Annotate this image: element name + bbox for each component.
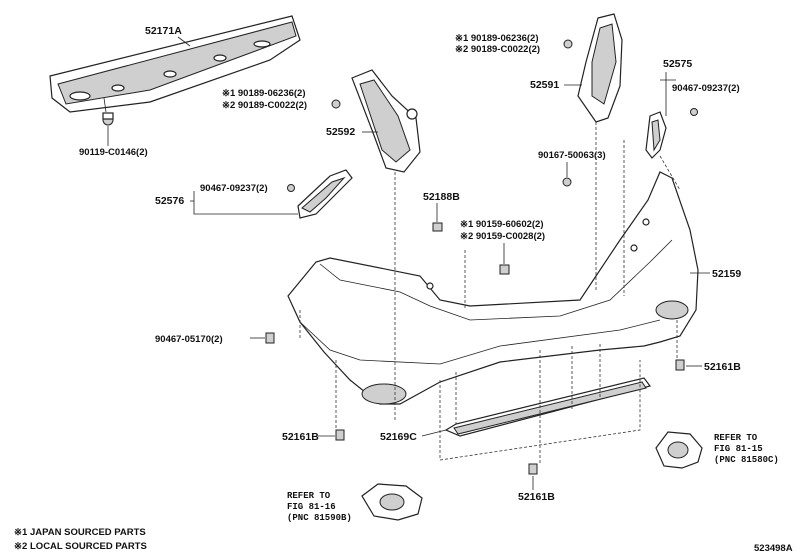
legend-japan-mark: ※1 bbox=[14, 527, 28, 538]
bumper-cover-52159 bbox=[287, 171, 699, 405]
legend-local-mark: ※2 bbox=[14, 541, 27, 552]
label-52592-note1: ※1 90189-06236(2) bbox=[222, 88, 306, 99]
label-52591: 52591 bbox=[530, 79, 559, 91]
bolt-90467-right bbox=[690, 108, 698, 116]
bracket-52591 bbox=[577, 13, 623, 123]
refer-bottom-line3: (PNC 81590B) bbox=[287, 513, 352, 523]
reinforcement-52171A bbox=[49, 15, 301, 113]
label-90119-C0146: 90119-C0146(2) bbox=[79, 147, 148, 158]
label-52576-bolt: 90467-09237(2) bbox=[200, 183, 268, 194]
bolt-90467-left bbox=[287, 184, 295, 192]
clip-52161B-bottom bbox=[528, 463, 538, 475]
bracket-52592 bbox=[351, 69, 421, 173]
label-52591-note2: ※2 90189-C0022(2) bbox=[455, 44, 540, 55]
refer-right-line2: FIG 81-15 bbox=[714, 444, 763, 454]
retainer-52188B bbox=[432, 222, 443, 232]
refer-bottom-line1: REFER TO bbox=[287, 491, 331, 501]
label-52161B-bottom: 52161B bbox=[518, 491, 555, 503]
fog-lamp-left bbox=[361, 483, 423, 521]
label-52161B-right: 52161B bbox=[704, 361, 741, 373]
clip-90167 bbox=[562, 177, 572, 187]
clip-90159 bbox=[499, 264, 510, 275]
retainer-52575 bbox=[645, 111, 667, 159]
label-52592: 52592 bbox=[326, 126, 355, 138]
clip-90189-right bbox=[563, 39, 573, 49]
label-52188B: 52188B bbox=[423, 191, 460, 203]
label-52575: 52575 bbox=[663, 58, 692, 70]
label-52159: 52159 bbox=[712, 268, 741, 280]
label-52591-note1: ※1 90189-06236(2) bbox=[455, 33, 539, 44]
refer-right-line1: REFER TO bbox=[714, 433, 758, 443]
fog-lamp-right bbox=[655, 431, 703, 469]
label-90467-05170: 90467-05170(2) bbox=[155, 334, 223, 345]
retainer-52576 bbox=[297, 169, 353, 219]
clip-90189-left bbox=[331, 99, 341, 109]
label-52592-note2: ※2 90189-C0022(2) bbox=[222, 100, 307, 111]
refer-bottom-line2: FIG 81-16 bbox=[287, 502, 336, 512]
legend-japan-text: JAPAN SOURCED PARTS bbox=[30, 527, 146, 538]
bolt-90119 bbox=[102, 97, 114, 126]
assembly-guides bbox=[299, 122, 681, 464]
diagram-id: 523498A bbox=[754, 543, 793, 554]
label-52576: 52576 bbox=[155, 195, 184, 207]
label-52188B-note2: ※2 90159-C0028(2) bbox=[460, 231, 545, 242]
label-52575-bolt: 90467-09237(2) bbox=[672, 83, 740, 94]
screw-90467-05170 bbox=[265, 332, 275, 344]
label-52161B-left: 52161B bbox=[282, 431, 319, 443]
legend-local-text: LOCAL SOURCED PARTS bbox=[30, 541, 147, 552]
grille-52169C bbox=[444, 377, 652, 437]
clip-52161B-left bbox=[335, 429, 345, 441]
label-52171A: 52171A bbox=[145, 25, 182, 37]
label-52188B-note1: ※1 90159-60602(2) bbox=[460, 219, 544, 230]
refer-right-line3: (PNC 81580C) bbox=[714, 455, 779, 465]
clip-52161B-right bbox=[675, 359, 685, 371]
label-90167-50063: 90167-50063(3) bbox=[538, 150, 606, 161]
label-52169C: 52169C bbox=[380, 431, 417, 443]
